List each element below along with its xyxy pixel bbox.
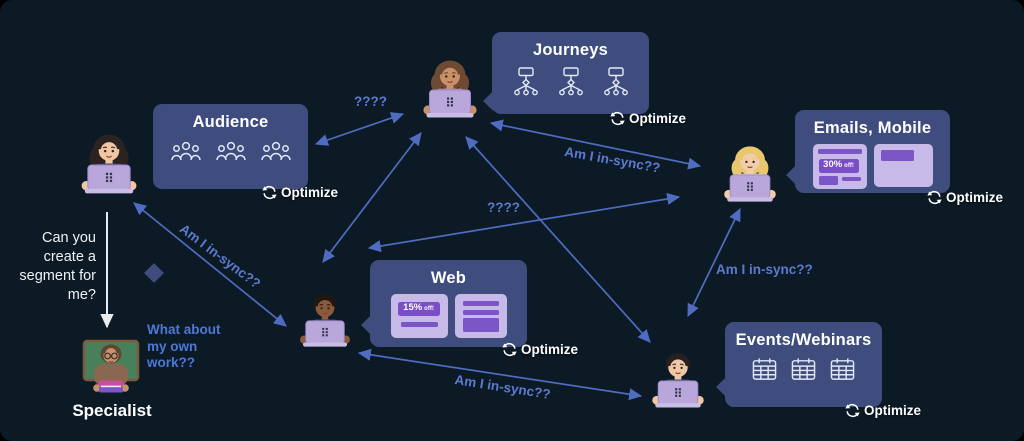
- mockup-block: [462, 318, 499, 332]
- card-audience: Audience: [144, 104, 308, 283]
- web-mockups-row: 15%off!: [370, 294, 527, 338]
- people-group-icon: [215, 141, 246, 161]
- email-mockups-row: 30%off!: [795, 144, 950, 189]
- discount-value: 15%: [403, 302, 423, 313]
- discount-suffix: off!: [844, 163, 854, 169]
- arrow-web-events: [357, 348, 643, 401]
- journeys-icons-row: [492, 67, 649, 97]
- web-mockup: [454, 294, 507, 338]
- sync-icon: [844, 402, 861, 419]
- person-at-laptop-emoji: [652, 353, 704, 408]
- mobile-mockup: [873, 144, 933, 187]
- speech-own-work: What about my own work??: [147, 322, 221, 371]
- email-mockup: 30%off!: [812, 144, 867, 189]
- card-emails-mobile: Emails, Mobile 30%off!: [786, 110, 950, 193]
- avatar-journeys-marketer: [420, 56, 480, 120]
- mockup-line: [400, 322, 438, 327]
- web-mockup: 15%off!: [390, 294, 448, 338]
- people-group-icon: [170, 141, 201, 161]
- audience-icons-row: [153, 139, 308, 165]
- arrow-web-emails: [367, 192, 681, 253]
- optimize-badge-events: Optimize: [844, 402, 921, 419]
- mockup-header-bar: [817, 149, 862, 154]
- sync-arrows-icon: [927, 190, 942, 205]
- edge-label-web-emails: ????: [487, 200, 520, 215]
- mockup-block: [818, 176, 838, 185]
- people-group-icon: [260, 141, 291, 161]
- sync-icon: [261, 184, 278, 201]
- optimize-label: Optimize: [281, 185, 339, 200]
- discount-badge: 15%off!: [397, 302, 440, 316]
- journey-flow-icon: [558, 67, 583, 96]
- calendar-icon: [791, 358, 816, 380]
- optimize-label: Optimize: [521, 342, 579, 357]
- speech-segment-request: Can you create a segment for me?: [19, 230, 96, 303]
- sync-icon: [501, 341, 518, 358]
- optimize-badge-journeys: Optimize: [609, 110, 686, 127]
- person-at-laptop-emoji: [81, 134, 137, 194]
- specialist-label: Specialist: [72, 401, 152, 420]
- card-title-web: Web: [430, 269, 467, 287]
- card-title-audience: Audience: [192, 113, 269, 131]
- sync-icon: [609, 110, 626, 127]
- calendar-icon: [830, 358, 855, 380]
- sync-arrows-icon: [262, 185, 277, 200]
- person-at-laptop-emoji: [724, 146, 776, 202]
- edge-label-audience-journeys: ????: [354, 94, 387, 109]
- sync-arrows-icon: [502, 342, 517, 357]
- mockup-line: [462, 310, 499, 315]
- person-at-laptop-emoji: [423, 60, 477, 118]
- arrow-emails-events: [687, 207, 741, 318]
- avatar-specialist-teacher: [82, 338, 140, 398]
- mockup-line: [841, 177, 861, 181]
- sync-arrows: [133, 112, 741, 401]
- teacher-emoji: [82, 339, 140, 393]
- mockup-header-bar: [880, 150, 914, 161]
- card-journeys: Journeys: [483, 32, 649, 114]
- optimize-badge-emails: Optimize: [926, 189, 1003, 206]
- avatar-events-marketer: [649, 348, 707, 410]
- optimize-label: Optimize: [946, 190, 1004, 205]
- avatar-audience-marketer: [78, 130, 140, 196]
- optimize-label: Optimize: [629, 111, 687, 126]
- sync-icon: [926, 189, 943, 206]
- optimize-label: Optimize: [864, 403, 922, 418]
- discount-badge: 30%off!: [818, 159, 859, 173]
- discount-value: 30%: [823, 159, 843, 170]
- events-icons-row: [725, 357, 882, 381]
- edge-label-emails-events: Am I in-sync??: [716, 262, 813, 277]
- card-events-webinars: Events/Webinars: [716, 322, 882, 407]
- discount-suffix: off!: [424, 306, 434, 312]
- avatar-emails-marketer: [720, 142, 780, 204]
- journey-flow-icon: [603, 67, 628, 96]
- optimize-badge-web: Optimize: [501, 341, 578, 358]
- optimize-badge-audience: Optimize: [261, 184, 338, 201]
- calendar-icon: [752, 358, 777, 380]
- card-title-journeys: Journeys: [533, 41, 608, 59]
- sync-arrows-icon: [610, 111, 625, 126]
- card-title-events: Events/Webinars: [735, 331, 872, 349]
- card-title-emails: Emails, Mobile: [813, 119, 932, 137]
- mockup-line: [462, 301, 499, 306]
- card-web: Web 15%off!: [361, 260, 527, 347]
- avatar-web-marketer: [296, 289, 354, 349]
- person-at-laptop-emoji: [300, 294, 350, 347]
- arrow-audience-web: [133, 202, 287, 327]
- sync-arrows-icon: [845, 403, 860, 418]
- journey-flow-icon: [513, 67, 538, 96]
- arrow-audience-journeys: [314, 112, 405, 146]
